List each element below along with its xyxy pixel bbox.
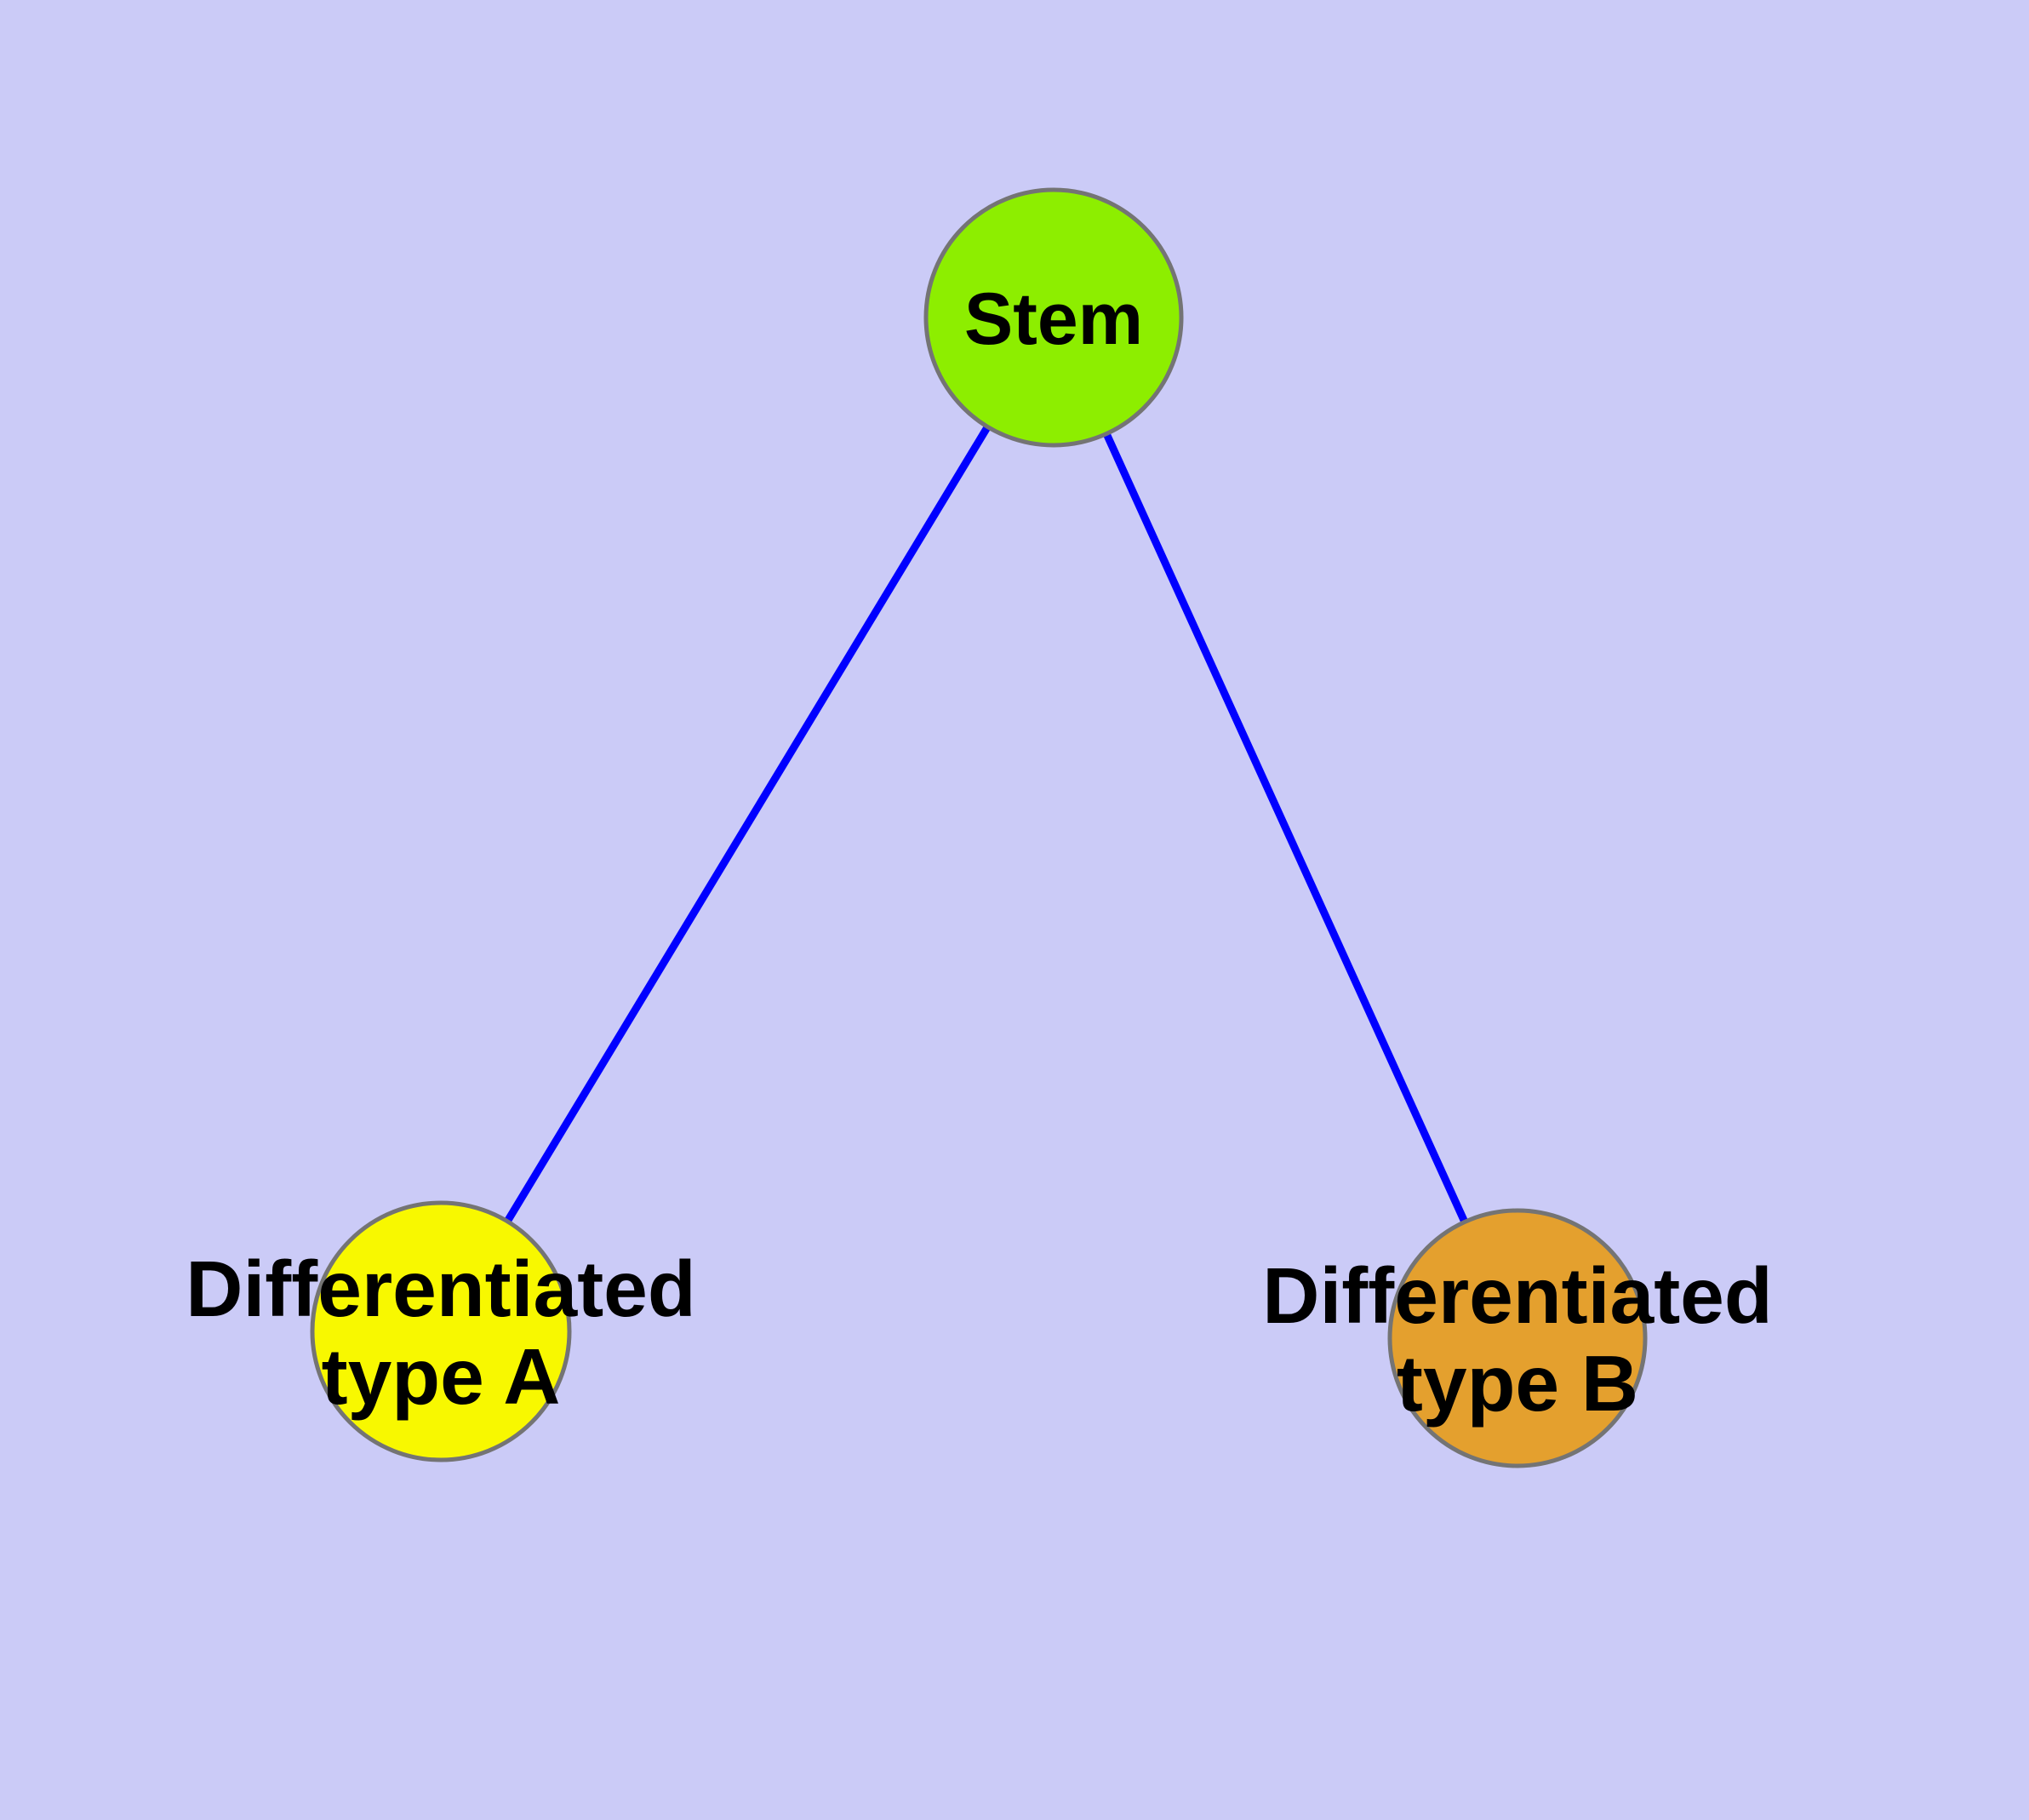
- label-group: Stem Differentiated type A Differentiate…: [186, 278, 1772, 1428]
- edge-stem-to-type-b: [1049, 316, 1522, 1340]
- node-group: [310, 187, 1648, 1468]
- type-a-label-line1: Differentiated: [186, 1245, 695, 1333]
- type-a-label-line2: type A: [322, 1332, 561, 1421]
- stem-node-circle: [923, 187, 1184, 448]
- type-a-node-circle: [310, 1200, 572, 1462]
- edge-stem-to-type-a: [437, 315, 1057, 1334]
- type-b-node-circle: [1387, 1208, 1648, 1468]
- edge-group: [437, 315, 1522, 1340]
- stem-node-label: Stem: [964, 278, 1143, 360]
- type-b-label-line1: Differentiated: [1262, 1251, 1772, 1340]
- type-b-label-line2: type B: [1397, 1339, 1638, 1428]
